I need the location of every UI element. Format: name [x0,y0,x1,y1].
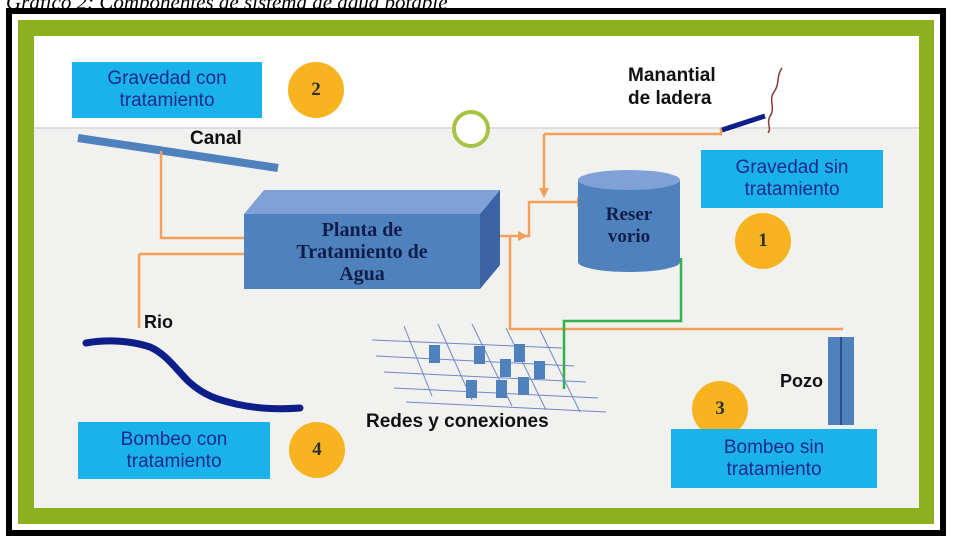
manantial-label: Manantial de ladera [628,64,716,110]
plant-label-line3: Agua [339,262,385,285]
box-bombeo-con: Bombeo con tratamiento [78,422,270,479]
ring-icon [452,110,490,148]
orange-pipes [137,128,843,331]
plant-front-face [244,214,480,289]
circle-number-1: 1 [735,213,791,269]
diagram-canvas: Planta de Tratamiento de Agua Reser vori… [34,36,919,508]
redes-label: Redes y conexiones [366,411,549,432]
pipe-canal-to-plant [159,151,246,240]
reservoir-top [578,170,680,190]
manantial-label-line2: de ladera [628,88,712,109]
reservoir-label-line1: Reser [605,204,653,225]
manantial-label-line1: Manantial [628,65,716,86]
river-line [82,337,304,413]
pozo-label: Pozo [780,371,823,391]
distribution-grid [371,323,607,413]
reservoir-bottom [578,252,680,272]
plant-label: Planta de Tratamiento de Agua [244,214,480,289]
reservoir-body [578,180,680,262]
pipe-plant-to-reservoir [496,200,577,238]
box-gravedad-con: Gravedad con tratamiento [72,62,262,118]
box-bombeo-sin-line1: Bombeo sin [723,436,825,458]
grid-connections [429,344,545,398]
box-gravedad-con-line2: tratamiento [119,90,215,111]
plant-side-face [480,190,500,289]
circle-number-4: 4 [289,422,345,478]
canal-label: Canal [190,128,242,149]
plant-label-line1: Planta de [321,218,403,241]
circle-number-3: 3 [692,381,748,437]
rio-label: Rio [144,312,173,332]
plant-top-face [244,190,500,214]
box-gravedad-sin-line2: tratamiento [744,179,840,200]
green-pipe [562,258,683,389]
circle-number-2: 2 [288,62,344,118]
plant-label-line2: Tratamiento de [296,240,428,263]
box-gravedad-sin-line1: Gravedad sin [735,157,849,178]
reservoir-label-line2: vorio [607,226,651,247]
canal-bar [77,134,279,172]
box-bombeo-con-line2: tratamiento [126,450,222,472]
spring-pipe [721,113,766,133]
diagram-graphics [34,67,919,425]
box-bombeo-sin: Bombeo sin tratamiento [671,429,877,488]
spring-stream [767,67,783,134]
pipe-spring-top [544,128,723,136]
box-bombeo-con-line1: Bombeo con [120,428,228,450]
reservoir-label: Reser vorio [580,204,678,248]
box-bombeo-sin-line2: tratamiento [726,458,822,480]
box-gravedad-con-line1: Gravedad con [107,68,227,89]
box-gravedad-sin: Gravedad sin tratamiento [701,150,883,208]
pipe-to-pozo [508,236,843,331]
